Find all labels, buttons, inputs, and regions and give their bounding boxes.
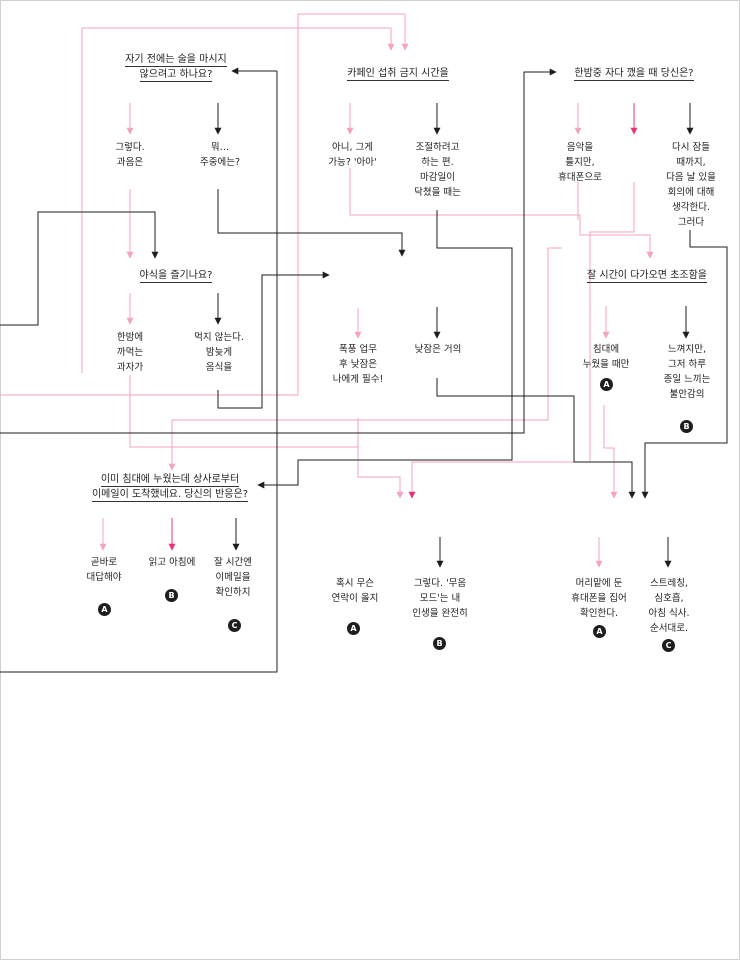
badge-b-email-morning: B xyxy=(165,589,178,602)
black-snack-no-to-nap xyxy=(217,271,330,409)
pink-anx-lying-to-res xyxy=(603,405,618,499)
black-bottom-left xyxy=(0,71,278,673)
black-nap-to-res xyxy=(436,378,636,499)
option-drink-no: 뭐…주중에는? xyxy=(199,142,240,168)
option-email-morning: 읽고 아침에 xyxy=(148,557,196,568)
black-left-to-wake xyxy=(0,68,557,434)
question-caffeine: 카페인 섭취 금지 시간을 xyxy=(347,68,449,81)
badge-a-anxious-lying: A xyxy=(600,378,613,391)
option-nap-rare: 낮잠은 거의 xyxy=(414,344,462,355)
pink-caffeine-to-anx xyxy=(349,168,654,259)
pink-snack-to-res xyxy=(129,375,358,448)
question-snack: 야식을 즐기나요? xyxy=(139,270,213,283)
pink-line-wraparound xyxy=(0,13,400,396)
magenta-wake-to-res xyxy=(408,182,635,499)
black-caffeine-to-email xyxy=(257,210,513,489)
badge-c-email-check: C xyxy=(228,619,241,632)
badge-b-result-silent: B xyxy=(433,637,446,650)
pink-anx-to-email xyxy=(168,393,549,471)
option-snack-no: 먹지 않는다.밤늦게 음식을 xyxy=(194,332,244,373)
option-drink-yes: 그렇다.과음은 xyxy=(115,142,145,168)
result-stretch: 스트레칭,심호흡, 아침 식사.순서대로. xyxy=(648,578,690,634)
question-anxious: 잘 시간이 다가오면 초조함을 xyxy=(587,270,707,283)
black-wake-to-res xyxy=(641,230,728,499)
badge-a-email-reply: A xyxy=(98,603,111,616)
question-night-wake: 한밤중 자다 깼을 때 당신은? xyxy=(574,68,694,81)
pink-left-to-caffeine xyxy=(81,27,395,373)
badge-a-result-pillow: A xyxy=(593,625,606,638)
pink-into-caffeine xyxy=(400,13,409,51)
pink-nap-to-res xyxy=(357,418,404,499)
black-left-to-snack xyxy=(0,211,159,326)
black-drink-no-to-nap xyxy=(217,189,406,257)
question-email: 이미 침대에 누웠는데 상사로부터 이메일이 도착했네요. 당신의 반응은? xyxy=(91,474,249,502)
badge-a-result-anyone: A xyxy=(347,622,360,635)
badge-c-result-stretch: C xyxy=(662,639,675,652)
pink-connector-mid xyxy=(547,247,562,393)
question-drink: 자기 전에는 술을 마시지 않으려고 하나요? xyxy=(125,54,227,82)
badge-b-anxious-feel: B xyxy=(680,420,693,433)
